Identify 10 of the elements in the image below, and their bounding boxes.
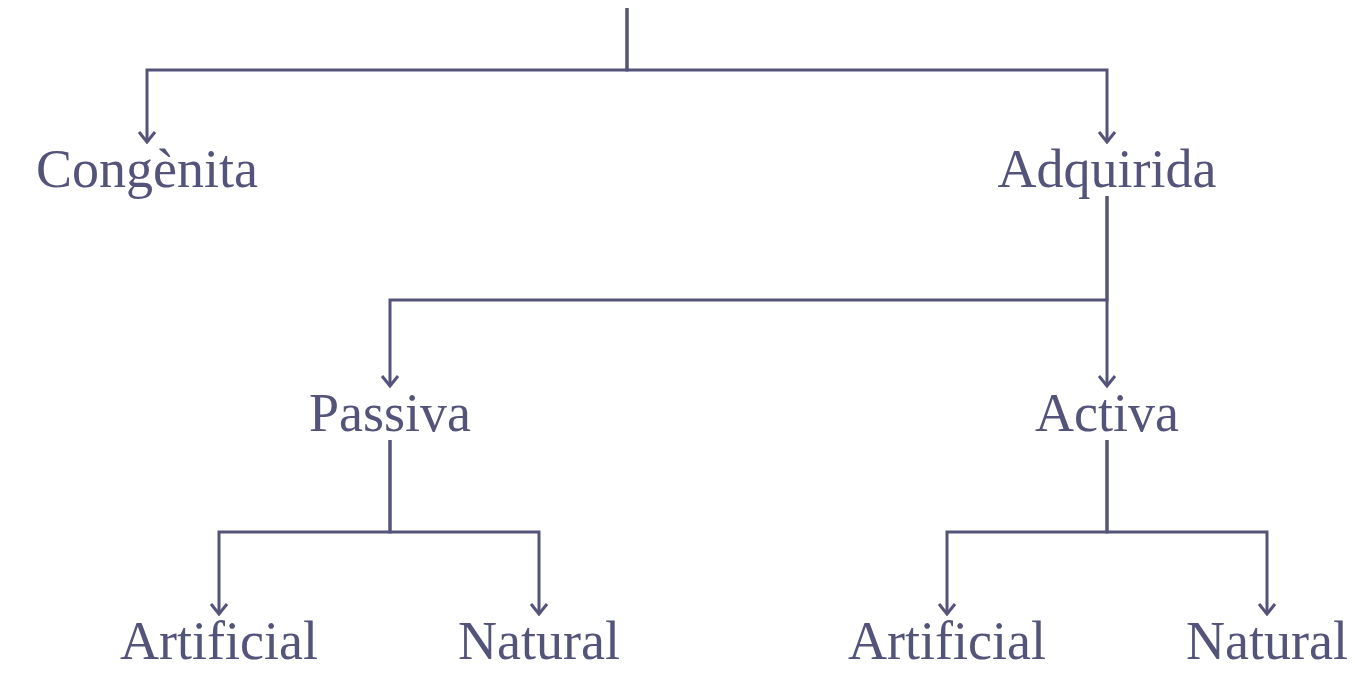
arrow (625, 8, 1117, 144)
category-label: Activa (1035, 386, 1179, 440)
arrow (1097, 196, 1117, 388)
category-label: Artificial (848, 614, 1046, 668)
arrow (1105, 440, 1277, 616)
category-label: Passiva (309, 386, 471, 440)
category-label: Natural (458, 614, 620, 668)
category-label: Artificial (120, 614, 318, 668)
category-label: Natural (1186, 614, 1348, 668)
arrow (388, 440, 549, 616)
